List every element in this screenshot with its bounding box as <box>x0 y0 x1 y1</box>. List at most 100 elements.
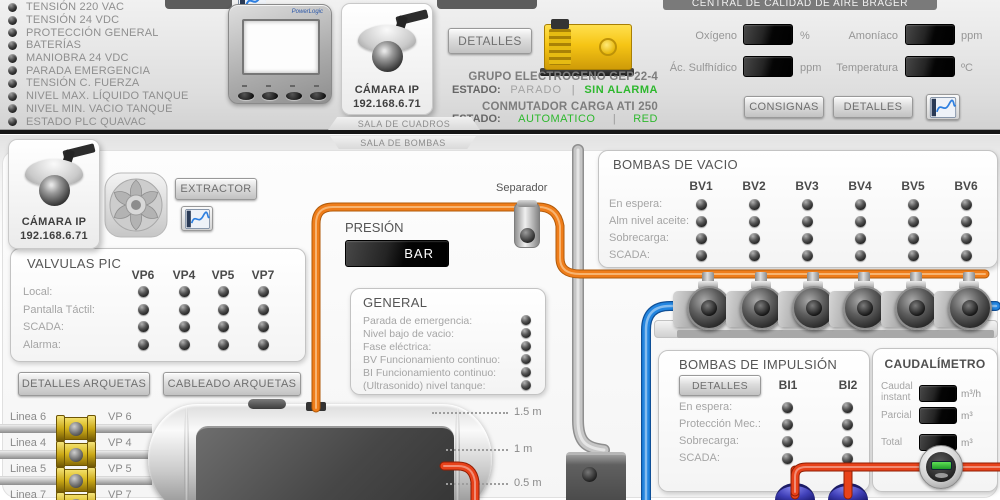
led <box>908 250 919 261</box>
separator: | <box>612 113 616 125</box>
status-label: TENSIÓN C. FUERZA <box>26 77 140 90</box>
meter-screen <box>242 19 320 75</box>
led <box>782 453 793 464</box>
status-item: BATERÍAS <box>8 39 226 52</box>
led <box>842 453 853 464</box>
meter-button[interactable] <box>262 92 278 100</box>
meter-button[interactable] <box>310 92 326 100</box>
status-label: NIVEL MIN. VACIO TANQUE <box>26 102 173 115</box>
vacuum-pump-bv5[interactable] <box>881 272 941 338</box>
powerlogic-meter[interactable]: PowerLogic <box>228 4 332 104</box>
row-label: Pantalla Táctil: <box>23 304 95 316</box>
led <box>179 304 190 315</box>
line-valve[interactable] <box>56 467 96 494</box>
status-led-icon <box>8 78 17 88</box>
meter-key-icon <box>242 85 247 87</box>
row-label: Alm nivel aceite: <box>609 215 690 227</box>
separador-label: Separador <box>496 182 548 194</box>
trend-chart-icon[interactable] <box>181 206 213 231</box>
extractor-button[interactable]: EXTRACTOR <box>175 178 257 200</box>
column-header: BV6 <box>954 179 978 193</box>
led <box>961 250 972 261</box>
line-valve[interactable] <box>56 492 96 500</box>
meter-key-icon <box>314 85 319 87</box>
column-header: BV1 <box>689 179 713 193</box>
status-led-icon <box>8 104 17 114</box>
level-label: 0.5 m <box>514 477 542 489</box>
status-led-icon <box>8 40 17 50</box>
column-header: BV5 <box>901 179 925 193</box>
air-detalles-button[interactable]: DETALLES <box>833 96 913 118</box>
led <box>855 199 866 210</box>
conmutador-title: CONMUTADOR CARGA ATI 250 <box>481 101 658 113</box>
tab-sala-de-cuadros[interactable]: SALA DE CUADROS <box>328 117 480 130</box>
row-label: BI Funcionamiento continuo: <box>363 367 497 379</box>
oxigeno-label: Oxígeno <box>695 30 737 42</box>
vacuum-pump-bv6[interactable] <box>934 272 994 338</box>
clipped-button[interactable] <box>165 0 232 9</box>
meter-button[interactable] <box>238 92 254 100</box>
line-valve[interactable] <box>56 441 96 468</box>
clipped-title-bar <box>437 0 537 9</box>
status-led-icon <box>8 53 17 63</box>
camera-ip: 192.168.6.71 <box>20 230 88 242</box>
led <box>138 339 149 350</box>
led <box>855 250 866 261</box>
led <box>749 233 760 244</box>
ip-camera-card[interactable]: CÁMARA IP 192.168.6.71 <box>341 3 433 115</box>
status-item: NIVEL MIN. VACIO TANQUE <box>8 103 226 116</box>
led <box>802 216 813 227</box>
panel-title: CAUDALÍMETRO <box>884 357 986 371</box>
tab-label: SALA DE BOMBAS <box>360 137 446 148</box>
column-header: BV4 <box>848 179 872 193</box>
led <box>521 380 531 390</box>
meter-button[interactable] <box>286 92 302 100</box>
panel-title: BOMBAS DE VACIO <box>613 157 738 172</box>
row-label: Protección Mec.: <box>679 418 761 430</box>
led <box>855 216 866 227</box>
linea-label: Linea 5 <box>10 463 47 475</box>
amoniaco-display <box>905 24 955 45</box>
trend-chart-icon[interactable] <box>926 94 960 120</box>
presion-display: BAR <box>345 240 449 267</box>
oxigeno-display <box>743 24 793 45</box>
level-dots <box>446 483 508 485</box>
led <box>842 419 853 430</box>
led <box>521 341 531 351</box>
ip-camera-card[interactable]: CÁMARA IP 192.168.6.71 <box>8 139 100 249</box>
led <box>138 286 149 297</box>
parcial-display <box>919 407 957 424</box>
tab-sala-de-bombas[interactable]: SALA DE BOMBAS <box>330 136 476 149</box>
vacuum-pump-bv1[interactable] <box>673 272 733 338</box>
line-valve[interactable] <box>56 415 96 442</box>
led <box>218 304 229 315</box>
column-header: VP7 <box>251 268 275 282</box>
tab-label: SALA DE CUADROS <box>357 118 451 129</box>
row-label: SCADA: <box>679 452 720 464</box>
bombas-impulsion-panel: BOMBAS DE IMPULSIÓN DETALLES BI1 BI2 En … <box>658 350 870 492</box>
cableado-arquetas-button[interactable]: CABLEADO ARQUETAS <box>163 372 301 396</box>
led <box>696 233 707 244</box>
status-item: TENSIÓN 24 VDC <box>8 14 226 27</box>
status-item: TENSIÓN 220 VAC <box>8 1 226 14</box>
led <box>521 315 531 325</box>
consignas-button[interactable]: CONSIGNAS <box>744 96 824 118</box>
column-header: BI2 <box>838 378 858 392</box>
impulsion-detalles-button[interactable]: DETALLES <box>679 375 761 396</box>
led <box>802 250 813 261</box>
genset-title: GRUPO ELECTROGENO GEP22-4 <box>468 71 658 83</box>
led <box>179 339 190 350</box>
row-label: Fase eléctrica: <box>363 341 432 353</box>
detalles-arquetas-button[interactable]: DETALLES ARQUETAS <box>18 372 150 396</box>
oxigeno-unit: % <box>800 30 810 42</box>
led <box>138 321 149 332</box>
genset-detalles-button[interactable]: DETALLES <box>448 28 532 54</box>
status-label: PROTECCIÓN GENERAL <box>26 26 159 39</box>
meter-brand-label: PowerLogic <box>291 9 323 15</box>
panel-title: VALVULAS PIC <box>27 256 122 271</box>
led <box>218 339 229 350</box>
status-item: TENSIÓN C. FUERZA <box>8 77 226 90</box>
air-quality-title: CENTRAL DE CALIDAD DE AIRE BRAGER <box>691 0 909 9</box>
bombas-vacio-panel: BOMBAS DE VACIO BV1 BV2 BV3 BV4 BV5 BV6 … <box>598 150 998 268</box>
flow-meter-device[interactable] <box>919 445 963 489</box>
